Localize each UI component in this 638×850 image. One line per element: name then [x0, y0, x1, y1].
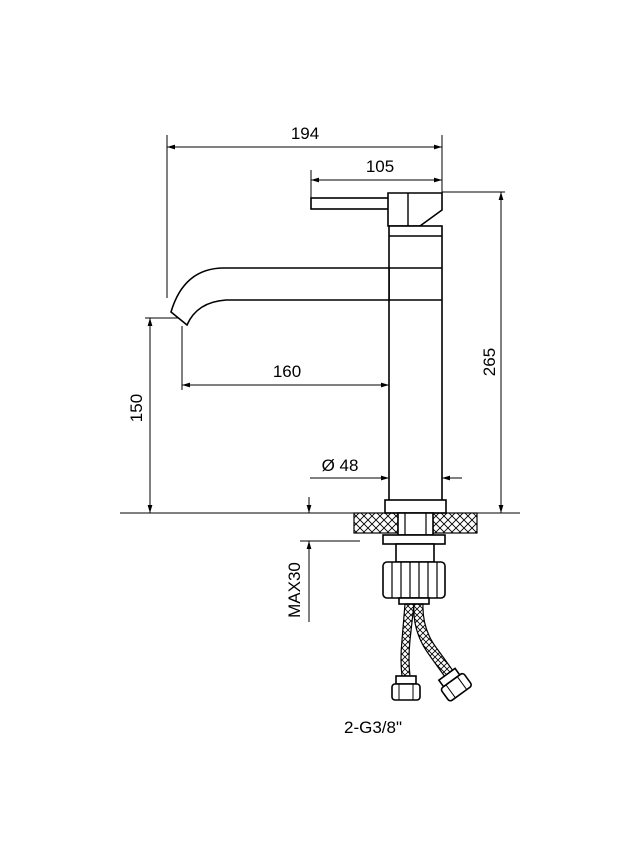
deck-section	[353, 512, 478, 536]
threaded-rod	[395, 543, 435, 563]
deck-left-hatch	[353, 512, 399, 534]
hose-fitting-left	[395, 675, 417, 685]
washer	[382, 534, 446, 545]
dimension-lines	[147, 144, 504, 622]
label-total-height: 265	[480, 348, 499, 376]
column	[388, 225, 443, 506]
label-connection: 2-G3/8"	[344, 718, 402, 737]
label-spout-reach: 160	[273, 362, 301, 381]
flex-hoses	[391, 603, 472, 702]
faucet-body	[170, 192, 447, 514]
base-ring	[384, 499, 447, 514]
label-spout-height: 150	[127, 394, 146, 422]
label-lever-length: 105	[366, 157, 394, 176]
deck-right-hatch	[432, 512, 478, 534]
spout	[170, 267, 390, 327]
label-max-deck-thickness: MAX30	[285, 562, 304, 618]
dimension-labels: 194 105 160 150 265 Ø 48 MAX30 2-G3/8"	[127, 124, 499, 737]
mounting-shank	[397, 512, 434, 536]
cartridge-head	[387, 192, 443, 227]
extension-lines	[120, 135, 520, 542]
label-body-diameter: Ø 48	[322, 456, 359, 475]
mounting-hardware	[382, 534, 446, 605]
hose-right	[413, 603, 457, 682]
hose-left	[400, 603, 415, 677]
lever-handle	[310, 197, 392, 210]
label-total-width: 194	[291, 124, 319, 143]
